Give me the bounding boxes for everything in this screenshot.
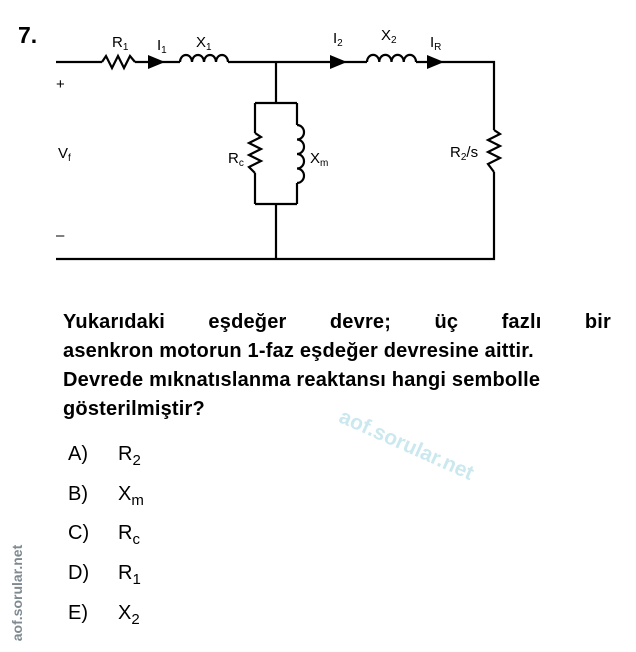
option-letter: A)	[68, 443, 88, 465]
r1-resistor	[101, 53, 136, 71]
shunt-branch	[253, 62, 299, 259]
i2-arrow-icon	[330, 55, 347, 69]
label-i1: I1	[157, 37, 167, 56]
circuit-wires	[56, 53, 503, 261]
question-line-1: Yukarıdaki eşdeğer devre; üç fazlı bir	[63, 311, 611, 333]
option-subscript: m	[131, 492, 144, 509]
label-vf: Vf	[58, 145, 71, 164]
label-ir: IR	[430, 34, 441, 53]
option-a[interactable]: A) R2	[68, 443, 141, 469]
xm-inductor	[296, 123, 306, 185]
label-rc: Rc	[228, 150, 244, 169]
option-symbol: X	[118, 483, 132, 505]
label-xm: Xm	[310, 150, 328, 169]
label-r1: R1	[112, 34, 129, 53]
option-letter: D)	[68, 562, 90, 584]
option-d[interactable]: D) R1	[68, 562, 141, 588]
x1-inductor	[178, 53, 230, 63]
option-subscript: 2	[131, 611, 140, 628]
label-r2s: R2/s	[450, 144, 478, 163]
r2s-resistor	[485, 129, 503, 173]
option-subscript: c	[132, 531, 140, 548]
label-plus: +	[56, 76, 65, 93]
current-arrows	[148, 55, 444, 69]
rc-resistor	[246, 132, 264, 174]
question-rest: asenkron motorun 1-faz eşdeğer devresine…	[63, 340, 541, 420]
option-subscript: 2	[132, 452, 141, 469]
option-symbol: R	[118, 562, 133, 584]
option-symbol: R	[118, 443, 133, 465]
label-x2: X2	[381, 27, 397, 46]
ir-arrow-icon	[427, 55, 444, 69]
option-symbol: R	[118, 522, 133, 544]
option-letter: E)	[68, 602, 88, 624]
option-letter: C)	[68, 522, 90, 544]
question-text: Yukarıdaki eşdeğer devre; üç fazlı bir a…	[63, 308, 611, 424]
option-b[interactable]: B) Xm	[68, 483, 144, 509]
option-letter: B)	[68, 483, 88, 505]
option-subscript: 1	[132, 571, 141, 588]
label-i2: I2	[333, 30, 343, 49]
x2-inductor	[365, 53, 418, 63]
side-watermark: aof.sorular.net	[9, 544, 25, 642]
question-number: 7.	[18, 22, 38, 48]
option-symbol: X	[118, 602, 132, 624]
option-e[interactable]: E) X2	[68, 602, 140, 628]
i1-arrow-icon	[148, 55, 165, 69]
option-c[interactable]: C) Rc	[68, 522, 140, 548]
label-minus: –	[56, 227, 65, 244]
label-x1: X1	[196, 34, 212, 53]
equivalent-circuit-diagram: R1 I1 X1 I2 X2 IR + Vf – Rc Xm R2/s	[56, 27, 503, 261]
